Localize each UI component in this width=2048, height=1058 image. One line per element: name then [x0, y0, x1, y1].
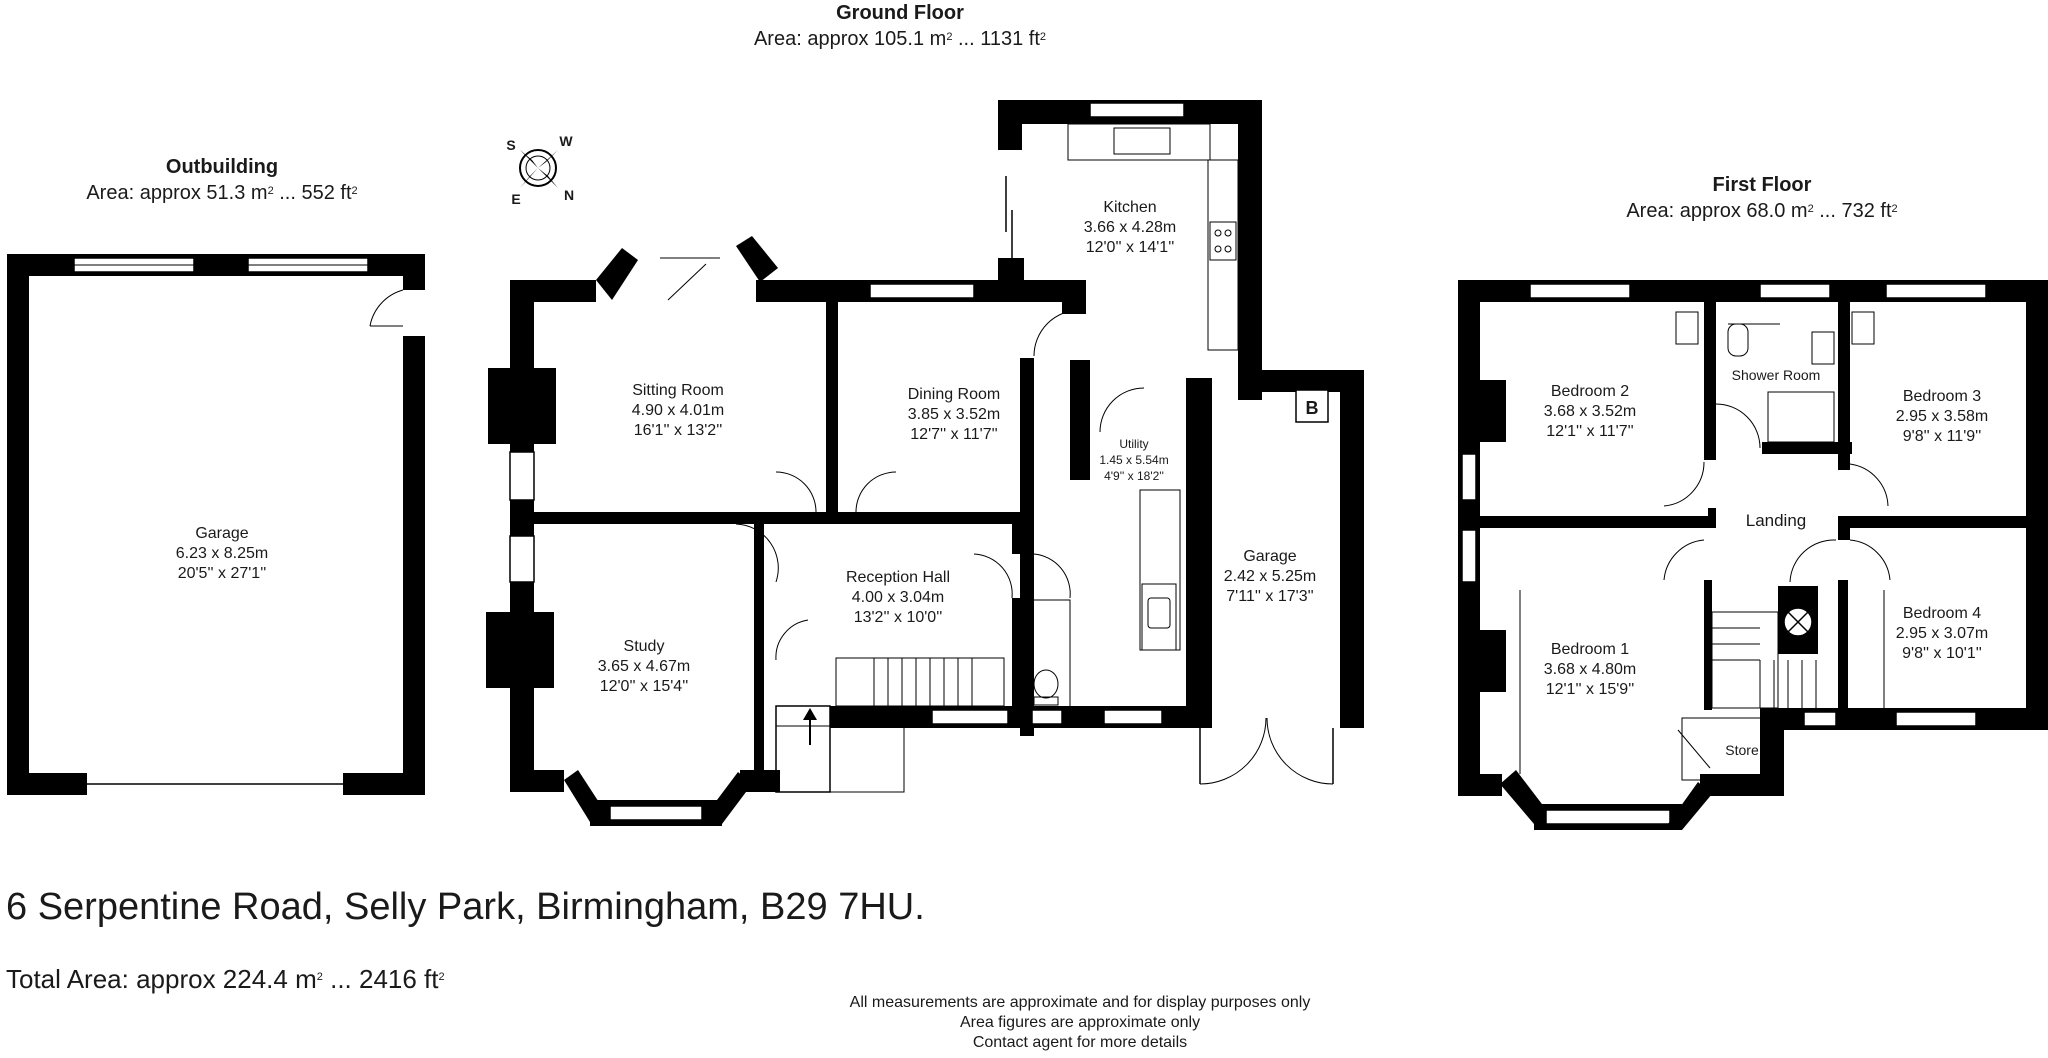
compass-w: W [559, 133, 573, 149]
svg-text:Sitting Room: Sitting Room [632, 382, 724, 399]
disclaimer: All measurements are approximate and for… [780, 993, 1380, 1053]
svg-text:2.95 x 3.07m: 2.95 x 3.07m [1896, 625, 1989, 642]
room-store: Store [1725, 742, 1759, 758]
svg-text:3.68 x 4.80m: 3.68 x 4.80m [1544, 661, 1637, 678]
room-reception-hall: Reception Hall 4.00 x 3.04m 13'2'' x 10'… [846, 569, 950, 626]
compass-s: S [506, 137, 515, 153]
svg-text:Garage: Garage [1243, 548, 1296, 565]
svg-text:4'9'' x 18'2'': 4'9'' x 18'2'' [1104, 469, 1164, 483]
first-floor-header: First Floor Area: approx 68.0 m2 ... 732… [1562, 172, 1962, 224]
room-garage-outbuilding: Garage 6.23 x 8.25m 20'5'' x 27'1'' [176, 525, 269, 582]
svg-text:Garage: Garage [195, 525, 248, 542]
room-sitting-room: Sitting Room 4.90 x 4.01m 16'1'' x 13'2'… [632, 382, 725, 439]
room-landing: Landing [1746, 511, 1807, 530]
room-shower-room: Shower Room [1732, 367, 1821, 383]
svg-text:Dining Room: Dining Room [908, 386, 1000, 403]
svg-text:7'11'' x 17'3'': 7'11'' x 17'3'' [1226, 588, 1313, 605]
svg-text:3.68 x 3.52m: 3.68 x 3.52m [1544, 403, 1637, 420]
svg-text:9'8'' x 11'9'': 9'8'' x 11'9'' [1903, 428, 1982, 445]
outbuilding-area: Area: approx 51.3 m2 ... 552 ft2 [86, 182, 358, 204]
room-kitchen: Kitchen 3.66 x 4.28m 12'0'' x 14'1'' [1084, 199, 1177, 256]
compass-e: E [511, 191, 520, 207]
compass-rose-icon: S W E N [506, 133, 574, 207]
ground-floor-title: Ground Floor [836, 2, 964, 24]
svg-text:4.00 x 3.04m: 4.00 x 3.04m [852, 589, 945, 606]
svg-text:3.65 x 4.67m: 3.65 x 4.67m [598, 658, 691, 675]
svg-text:Study: Study [624, 638, 665, 655]
room-bedroom-4: Bedroom 4 2.95 x 3.07m 9'8'' x 10'1'' [1896, 605, 1989, 662]
first-floor-plan [1458, 280, 2048, 830]
disclaimer-line: Area figures are approximate only [959, 1014, 1201, 1031]
property-address: 6 Serpentine Road, Selly Park, Birmingha… [6, 886, 925, 928]
first-floor-title: First Floor [1712, 174, 1812, 196]
svg-text:Bedroom 2: Bedroom 2 [1551, 383, 1629, 400]
svg-text:1.45 x 5.54m: 1.45 x 5.54m [1099, 453, 1168, 467]
room-dining-room: Dining Room 3.85 x 3.52m 12'7'' x 11'7'' [908, 386, 1001, 443]
svg-text:6.23 x 8.25m: 6.23 x 8.25m [176, 545, 269, 562]
room-bedroom-3: Bedroom 3 2.95 x 3.58m 9'8'' x 11'9'' [1896, 388, 1989, 445]
room-bedroom-1: Bedroom 1 3.68 x 4.80m 12'1'' x 15'9'' [1544, 641, 1637, 698]
svg-text:Reception Hall: Reception Hall [846, 569, 950, 586]
room-labels: Garage 6.23 x 8.25m 20'5'' x 27'1'' Sitt… [176, 199, 1989, 758]
svg-text:2.95 x 3.58m: 2.95 x 3.58m [1896, 408, 1989, 425]
svg-text:2.42 x 5.25m: 2.42 x 5.25m [1224, 568, 1317, 585]
svg-text:20'5'' x 27'1'': 20'5'' x 27'1'' [178, 565, 267, 582]
total-area: Total Area: approx 224.4 m2 ... 2416 ft2 [6, 964, 445, 994]
compass-n: N [564, 187, 574, 203]
outbuilding-plan [7, 254, 425, 795]
svg-text:12'0'' x 15'4'': 12'0'' x 15'4'' [600, 678, 689, 695]
svg-text:Kitchen: Kitchen [1103, 199, 1156, 216]
svg-text:Bedroom 1: Bedroom 1 [1551, 641, 1629, 658]
svg-text:Utility: Utility [1119, 437, 1148, 451]
outbuilding-header: Outbuilding Area: approx 51.3 m2 ... 552… [22, 154, 422, 206]
boiler-label: B [1306, 398, 1319, 418]
room-utility: Utility 1.45 x 5.54m 4'9'' x 18'2'' [1099, 437, 1168, 483]
svg-text:13'2'' x 10'0'': 13'2'' x 10'0'' [854, 609, 943, 626]
disclaimer-line: All measurements are approximate and for… [849, 994, 1311, 1011]
disclaimer-line: Contact agent for more details [972, 1034, 1188, 1051]
svg-text:3.85 x 3.52m: 3.85 x 3.52m [908, 406, 1001, 423]
room-study: Study 3.65 x 4.67m 12'0'' x 15'4'' [598, 638, 691, 695]
svg-text:12'7'' x 11'7'': 12'7'' x 11'7'' [910, 426, 997, 443]
first-floor-area: Area: approx 68.0 m2 ... 732 ft2 [1626, 200, 1898, 222]
svg-text:Bedroom 3: Bedroom 3 [1903, 388, 1981, 405]
room-bedroom-2: Bedroom 2 3.68 x 3.52m 12'1'' x 11'7'' [1544, 383, 1637, 440]
ground-floor-area: Area: approx 105.1 m2 ... 1131 ft2 [753, 28, 1047, 50]
ground-floor-header: Ground Floor Area: approx 105.1 m2 ... 1… [700, 0, 1100, 52]
svg-text:9'8'' x 10'1'': 9'8'' x 10'1'' [1902, 645, 1982, 662]
svg-text:12'1'' x 11'7'': 12'1'' x 11'7'' [1546, 423, 1633, 440]
room-garage-main: Garage 2.42 x 5.25m 7'11'' x 17'3'' [1224, 548, 1317, 605]
svg-text:4.90 x 4.01m: 4.90 x 4.01m [632, 402, 725, 419]
svg-text:Bedroom 4: Bedroom 4 [1903, 605, 1981, 622]
svg-text:16'1'' x 13'2'': 16'1'' x 13'2'' [634, 422, 723, 439]
svg-text:12'0'' x 14'1'': 12'0'' x 14'1'' [1086, 239, 1175, 256]
ground-floor-plan: B [486, 100, 1364, 826]
svg-text:12'1'' x 15'9'': 12'1'' x 15'9'' [1546, 681, 1635, 698]
svg-text:3.66 x 4.28m: 3.66 x 4.28m [1084, 219, 1177, 236]
outbuilding-title: Outbuilding [165, 156, 279, 178]
